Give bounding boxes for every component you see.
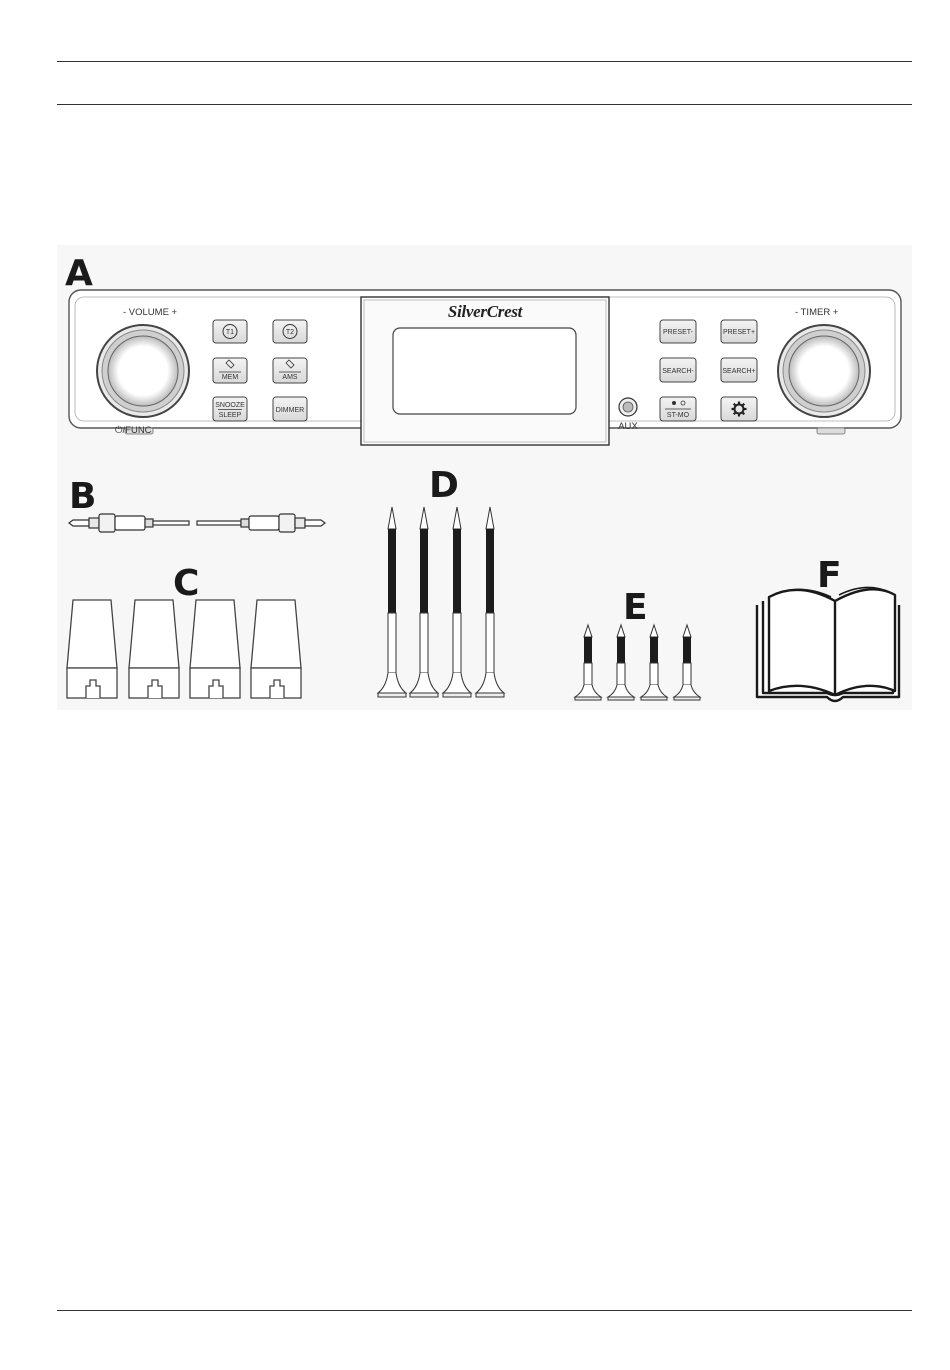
t1-button[interactable]: T1 bbox=[213, 320, 247, 343]
sleep-label: SLEEP bbox=[219, 412, 242, 419]
search-plus-button[interactable]: SEARCH+ bbox=[721, 358, 757, 382]
t1-label: T1 bbox=[226, 329, 234, 336]
display-panel: SilverCrest bbox=[361, 297, 609, 445]
dimmer-label: DIMMER bbox=[276, 407, 304, 414]
stereo-icon bbox=[672, 401, 676, 405]
t2-button[interactable]: T2 bbox=[273, 320, 307, 343]
preset-plus-label: PRESET+ bbox=[723, 329, 755, 336]
preset-plus-button[interactable]: PRESET+ bbox=[721, 320, 757, 343]
snooze-label: SNOOZE bbox=[215, 402, 245, 409]
header-rule-top bbox=[57, 61, 912, 62]
holder bbox=[190, 600, 240, 698]
func-label: ⏻/FUNC bbox=[115, 425, 152, 436]
search-plus-label: SEARCH+ bbox=[722, 368, 755, 375]
mem-button[interactable]: MEM bbox=[213, 358, 247, 383]
volume-knob[interactable] bbox=[97, 325, 189, 417]
label-d: D bbox=[429, 465, 459, 506]
t2-label: T2 bbox=[286, 329, 294, 336]
snooze-sleep-button[interactable]: SNOOZE SLEEP bbox=[213, 397, 247, 421]
label-b: B bbox=[69, 476, 96, 517]
search-minus-button[interactable]: SEARCH- bbox=[660, 358, 696, 382]
brand-logo: SilverCrest bbox=[448, 302, 524, 321]
label-c: C bbox=[173, 563, 199, 604]
radio-unit: - VOLUME + ⏻/FUNC T1 T2 MEM AM bbox=[69, 290, 901, 445]
lcd-screen bbox=[393, 328, 576, 414]
holder bbox=[67, 600, 117, 698]
timer-knob[interactable] bbox=[778, 325, 870, 417]
timer-label: - TIMER + bbox=[795, 307, 839, 318]
volume-label: - VOLUME + bbox=[123, 307, 178, 318]
label-a: A bbox=[65, 253, 93, 294]
label-e: E bbox=[623, 587, 648, 628]
footer-rule bbox=[57, 1310, 912, 1311]
ams-label: AMS bbox=[282, 374, 298, 381]
aux-jack[interactable] bbox=[619, 398, 637, 416]
package-contents-figure: A - VOLUME + ⏻/FUNC T1 T2 ME bbox=[57, 245, 912, 710]
settings-button[interactable] bbox=[721, 397, 757, 421]
mem-label: MEM bbox=[222, 374, 239, 381]
preset-minus-button[interactable]: PRESET- bbox=[660, 320, 696, 343]
header-rule-bottom bbox=[57, 104, 912, 105]
holder bbox=[251, 600, 301, 698]
search-minus-label: SEARCH- bbox=[662, 368, 694, 375]
label-f: F bbox=[817, 555, 842, 596]
preset-minus-label: PRESET- bbox=[663, 329, 694, 336]
st-mo-label: ST-MO bbox=[667, 412, 690, 419]
st-mo-button[interactable]: ST-MO bbox=[660, 397, 696, 421]
holder bbox=[129, 600, 179, 698]
aux-label: AUX bbox=[618, 421, 638, 432]
dimmer-button[interactable]: DIMMER bbox=[273, 397, 307, 421]
ams-button[interactable]: AMS bbox=[273, 358, 307, 383]
book-icon bbox=[757, 587, 899, 701]
